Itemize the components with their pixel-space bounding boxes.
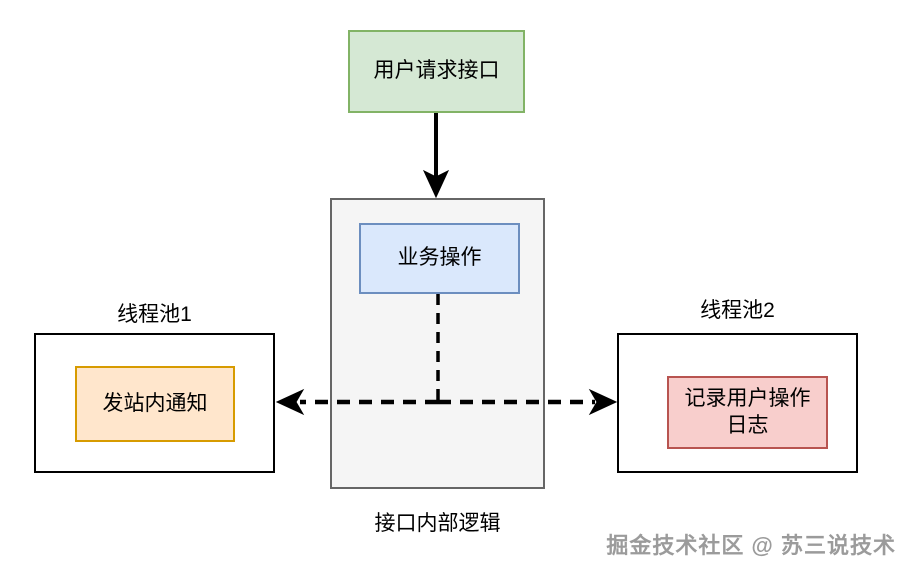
node-record-log-label-line2: 日志: [726, 413, 769, 437]
node-user-request-interface: 用户请求接口: [348, 30, 525, 113]
label-interface-internal-logic: 接口内部逻辑: [374, 512, 501, 535]
label-thread-pool-1: 线程池1: [117, 303, 192, 326]
node-business-operation: 业务操作: [359, 223, 520, 294]
node-business-operation-label: 业务操作: [397, 246, 482, 270]
node-record-log-label-line1: 记录用户操作: [684, 387, 811, 411]
node-send-site-notification-label: 发站内通知: [102, 391, 208, 415]
label-thread-pool-2: 线程池2: [700, 299, 775, 322]
node-send-site-notification: 发站内通知: [75, 366, 235, 442]
node-record-user-operation-log: 记录用户操作 日志: [667, 376, 828, 449]
solid-down-arrow: [422, 113, 450, 199]
watermark-text: 掘金技术社区 @ 苏三说技术: [606, 533, 896, 558]
node-user-request-label: 用户请求接口: [373, 59, 500, 83]
